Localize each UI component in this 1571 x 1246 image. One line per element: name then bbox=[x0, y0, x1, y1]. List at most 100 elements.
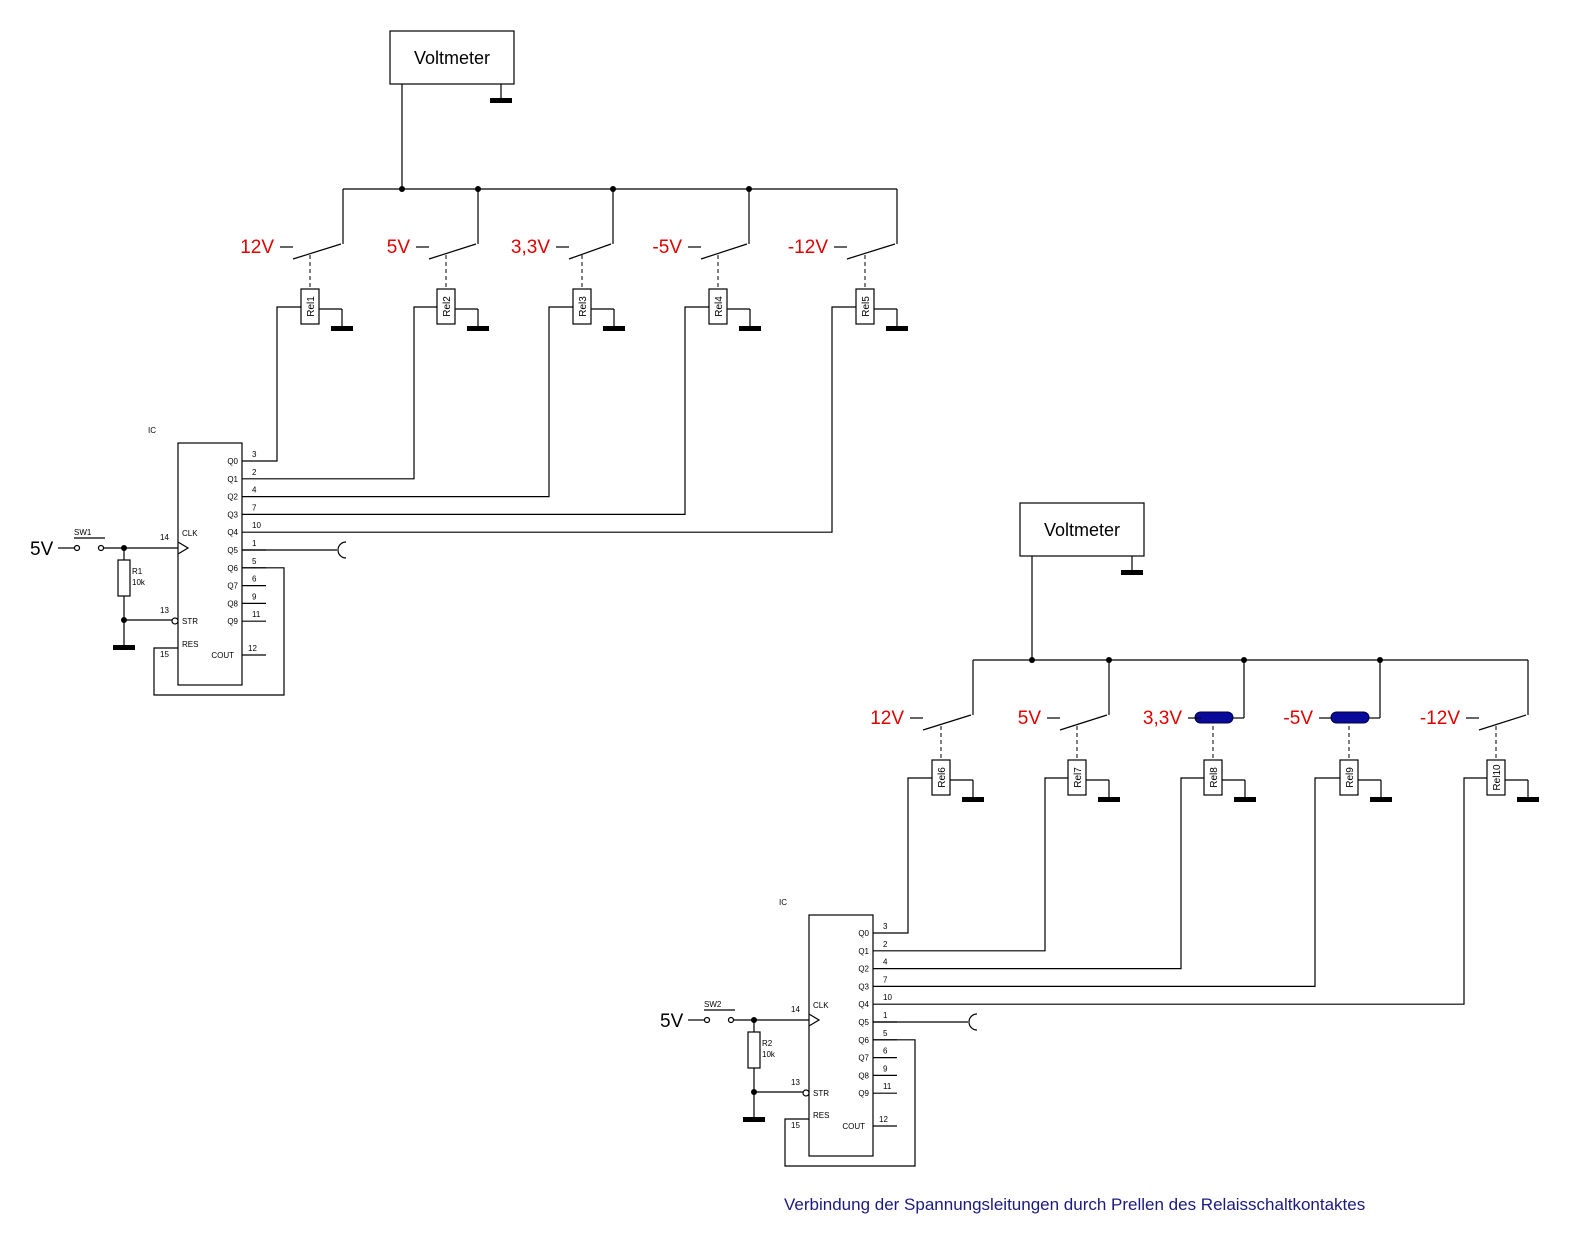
ic-output-pin-number: 5 bbox=[252, 557, 257, 566]
voltage-label: 12V bbox=[870, 708, 904, 729]
ic-res-pin: 15 bbox=[791, 1121, 800, 1130]
ic-reference-label: IC bbox=[148, 426, 156, 435]
ic-output-pin-number: 11 bbox=[252, 610, 261, 619]
ic-chip bbox=[177, 442, 243, 686]
switch-blade bbox=[568, 243, 612, 260]
ic-cout-pin: 12 bbox=[879, 1115, 888, 1124]
q5-open-end bbox=[968, 1013, 978, 1031]
resistor-body bbox=[117, 559, 131, 597]
ic-output-pin-name: Q0 bbox=[858, 929, 869, 938]
relay-ground-symbol bbox=[467, 326, 489, 331]
ic-output-pin-number: 7 bbox=[252, 503, 257, 512]
resistor-body bbox=[747, 1031, 761, 1069]
ic-cout-pin: 12 bbox=[248, 644, 257, 653]
ic-output-pin-number: 7 bbox=[883, 975, 888, 984]
reset-feedback-wire bbox=[784, 1039, 916, 1167]
relay-feed-wire bbox=[242, 306, 709, 516]
ic-output-pin-number: 4 bbox=[252, 486, 257, 495]
ic-output-pin-name: Q4 bbox=[858, 1000, 869, 1009]
voltmeter-box bbox=[389, 30, 515, 85]
ic-output-pin-number: 3 bbox=[252, 450, 257, 459]
resistor-value: 10k bbox=[132, 578, 146, 587]
relay-feed-wire bbox=[242, 306, 573, 498]
ic-str-pin: 13 bbox=[160, 606, 169, 615]
clock-edge-marker bbox=[808, 1013, 821, 1027]
ic-clk-pin: 14 bbox=[791, 1005, 800, 1014]
relay-label: Rel9 bbox=[1345, 767, 1356, 788]
ic-cout-label: COUT bbox=[842, 1122, 865, 1131]
ic-output-pin-number: 6 bbox=[252, 575, 257, 584]
voltage-label: 5V bbox=[1018, 708, 1042, 729]
ic-output-pin-name: Q0 bbox=[227, 457, 238, 466]
relay-label: Rel1 bbox=[306, 296, 317, 317]
ic-output-pin-number: 10 bbox=[252, 521, 261, 530]
circuit-1: Voltmeter12VRel15VRel23,3VRel3-5VRel4-12… bbox=[30, 30, 908, 696]
ic-output-pin-name: Q1 bbox=[858, 947, 869, 956]
ic-str-label: STR bbox=[182, 617, 198, 626]
relay-ground-symbol bbox=[603, 326, 625, 331]
relay-label: Rel3 bbox=[578, 296, 589, 317]
switch-blade bbox=[1059, 714, 1108, 731]
switch-blade bbox=[292, 243, 342, 260]
resistor-name: R2 bbox=[762, 1039, 773, 1048]
switch-terminal bbox=[727, 1016, 735, 1024]
relay-feed-wire bbox=[873, 777, 1204, 970]
ic-output-pin-name: Q7 bbox=[858, 1054, 869, 1063]
str-inversion-bubble bbox=[171, 617, 179, 625]
voltmeter-ground-symbol bbox=[490, 98, 512, 103]
voltage-label: 12V bbox=[240, 237, 274, 258]
switch-blade bbox=[922, 714, 972, 731]
relay-label: Rel2 bbox=[442, 296, 453, 317]
voltage-label: -5V bbox=[652, 237, 682, 258]
clock-edge-marker bbox=[177, 541, 190, 555]
relay-ground-symbol bbox=[1098, 797, 1120, 802]
ic-output-pin-number: 10 bbox=[883, 993, 892, 1002]
switch-blade bbox=[428, 243, 477, 260]
q5-open-end bbox=[337, 541, 347, 559]
ic-output-pin-name: Q1 bbox=[227, 475, 238, 484]
relay-ground-symbol bbox=[1517, 797, 1539, 802]
ic-output-pin-number: 5 bbox=[883, 1029, 888, 1038]
relay-feed-wire bbox=[242, 306, 301, 462]
switch-terminal bbox=[97, 544, 105, 552]
voltmeter-label: Voltmeter bbox=[414, 48, 490, 68]
relay-feed-wire bbox=[873, 777, 1487, 1005]
ic-cout-label: COUT bbox=[211, 651, 234, 660]
ic-output-pin-name: Q2 bbox=[858, 965, 869, 974]
ic-clk-label: CLK bbox=[813, 1001, 829, 1010]
switch-blade bbox=[1478, 714, 1527, 731]
ic-output-pin-name: Q5 bbox=[227, 546, 238, 555]
resistor-name: R1 bbox=[132, 567, 143, 576]
relay-label: Rel6 bbox=[937, 767, 948, 788]
relay-label: Rel7 bbox=[1073, 767, 1084, 788]
relay-label: Rel8 bbox=[1209, 767, 1220, 788]
ic-str-pin: 13 bbox=[791, 1078, 800, 1087]
bridged-contact bbox=[1330, 711, 1370, 724]
voltmeter-label: Voltmeter bbox=[1044, 520, 1120, 540]
relay-feed-wire bbox=[242, 306, 437, 480]
ic-output-pin-number: 2 bbox=[883, 940, 888, 949]
ic-output-pin-name: Q8 bbox=[227, 599, 238, 608]
ic-output-pin-number: 1 bbox=[883, 1011, 888, 1020]
relay-feed-wire bbox=[873, 777, 1068, 952]
ic-output-pin-number: 1 bbox=[252, 539, 257, 548]
relay-label: Rel10 bbox=[1492, 764, 1503, 791]
ic-output-pin-number: 11 bbox=[883, 1082, 892, 1091]
ic-res-pin: 15 bbox=[160, 650, 169, 659]
switch-label: SW2 bbox=[704, 1000, 722, 1009]
relay-ground-symbol bbox=[739, 326, 761, 331]
ic-output-pin-name: Q9 bbox=[858, 1089, 869, 1098]
relay-feed-wire bbox=[873, 777, 1340, 988]
resistor-value: 10k bbox=[762, 1050, 776, 1059]
voltage-label: -12V bbox=[788, 237, 828, 258]
ic-output-pin-name: Q6 bbox=[858, 1036, 869, 1045]
relay-feed-wire bbox=[242, 306, 856, 533]
supply-voltage-label: 5V bbox=[660, 1011, 684, 1032]
switch-label: SW1 bbox=[74, 528, 92, 537]
relay-ground-symbol bbox=[886, 326, 908, 331]
ic-output-pin-name: Q6 bbox=[227, 564, 238, 573]
input-ground-symbol bbox=[743, 1117, 765, 1122]
ic-output-pin-number: 9 bbox=[883, 1064, 888, 1073]
ic-output-pin-name: Q5 bbox=[858, 1018, 869, 1027]
ic-chip bbox=[808, 914, 874, 1157]
